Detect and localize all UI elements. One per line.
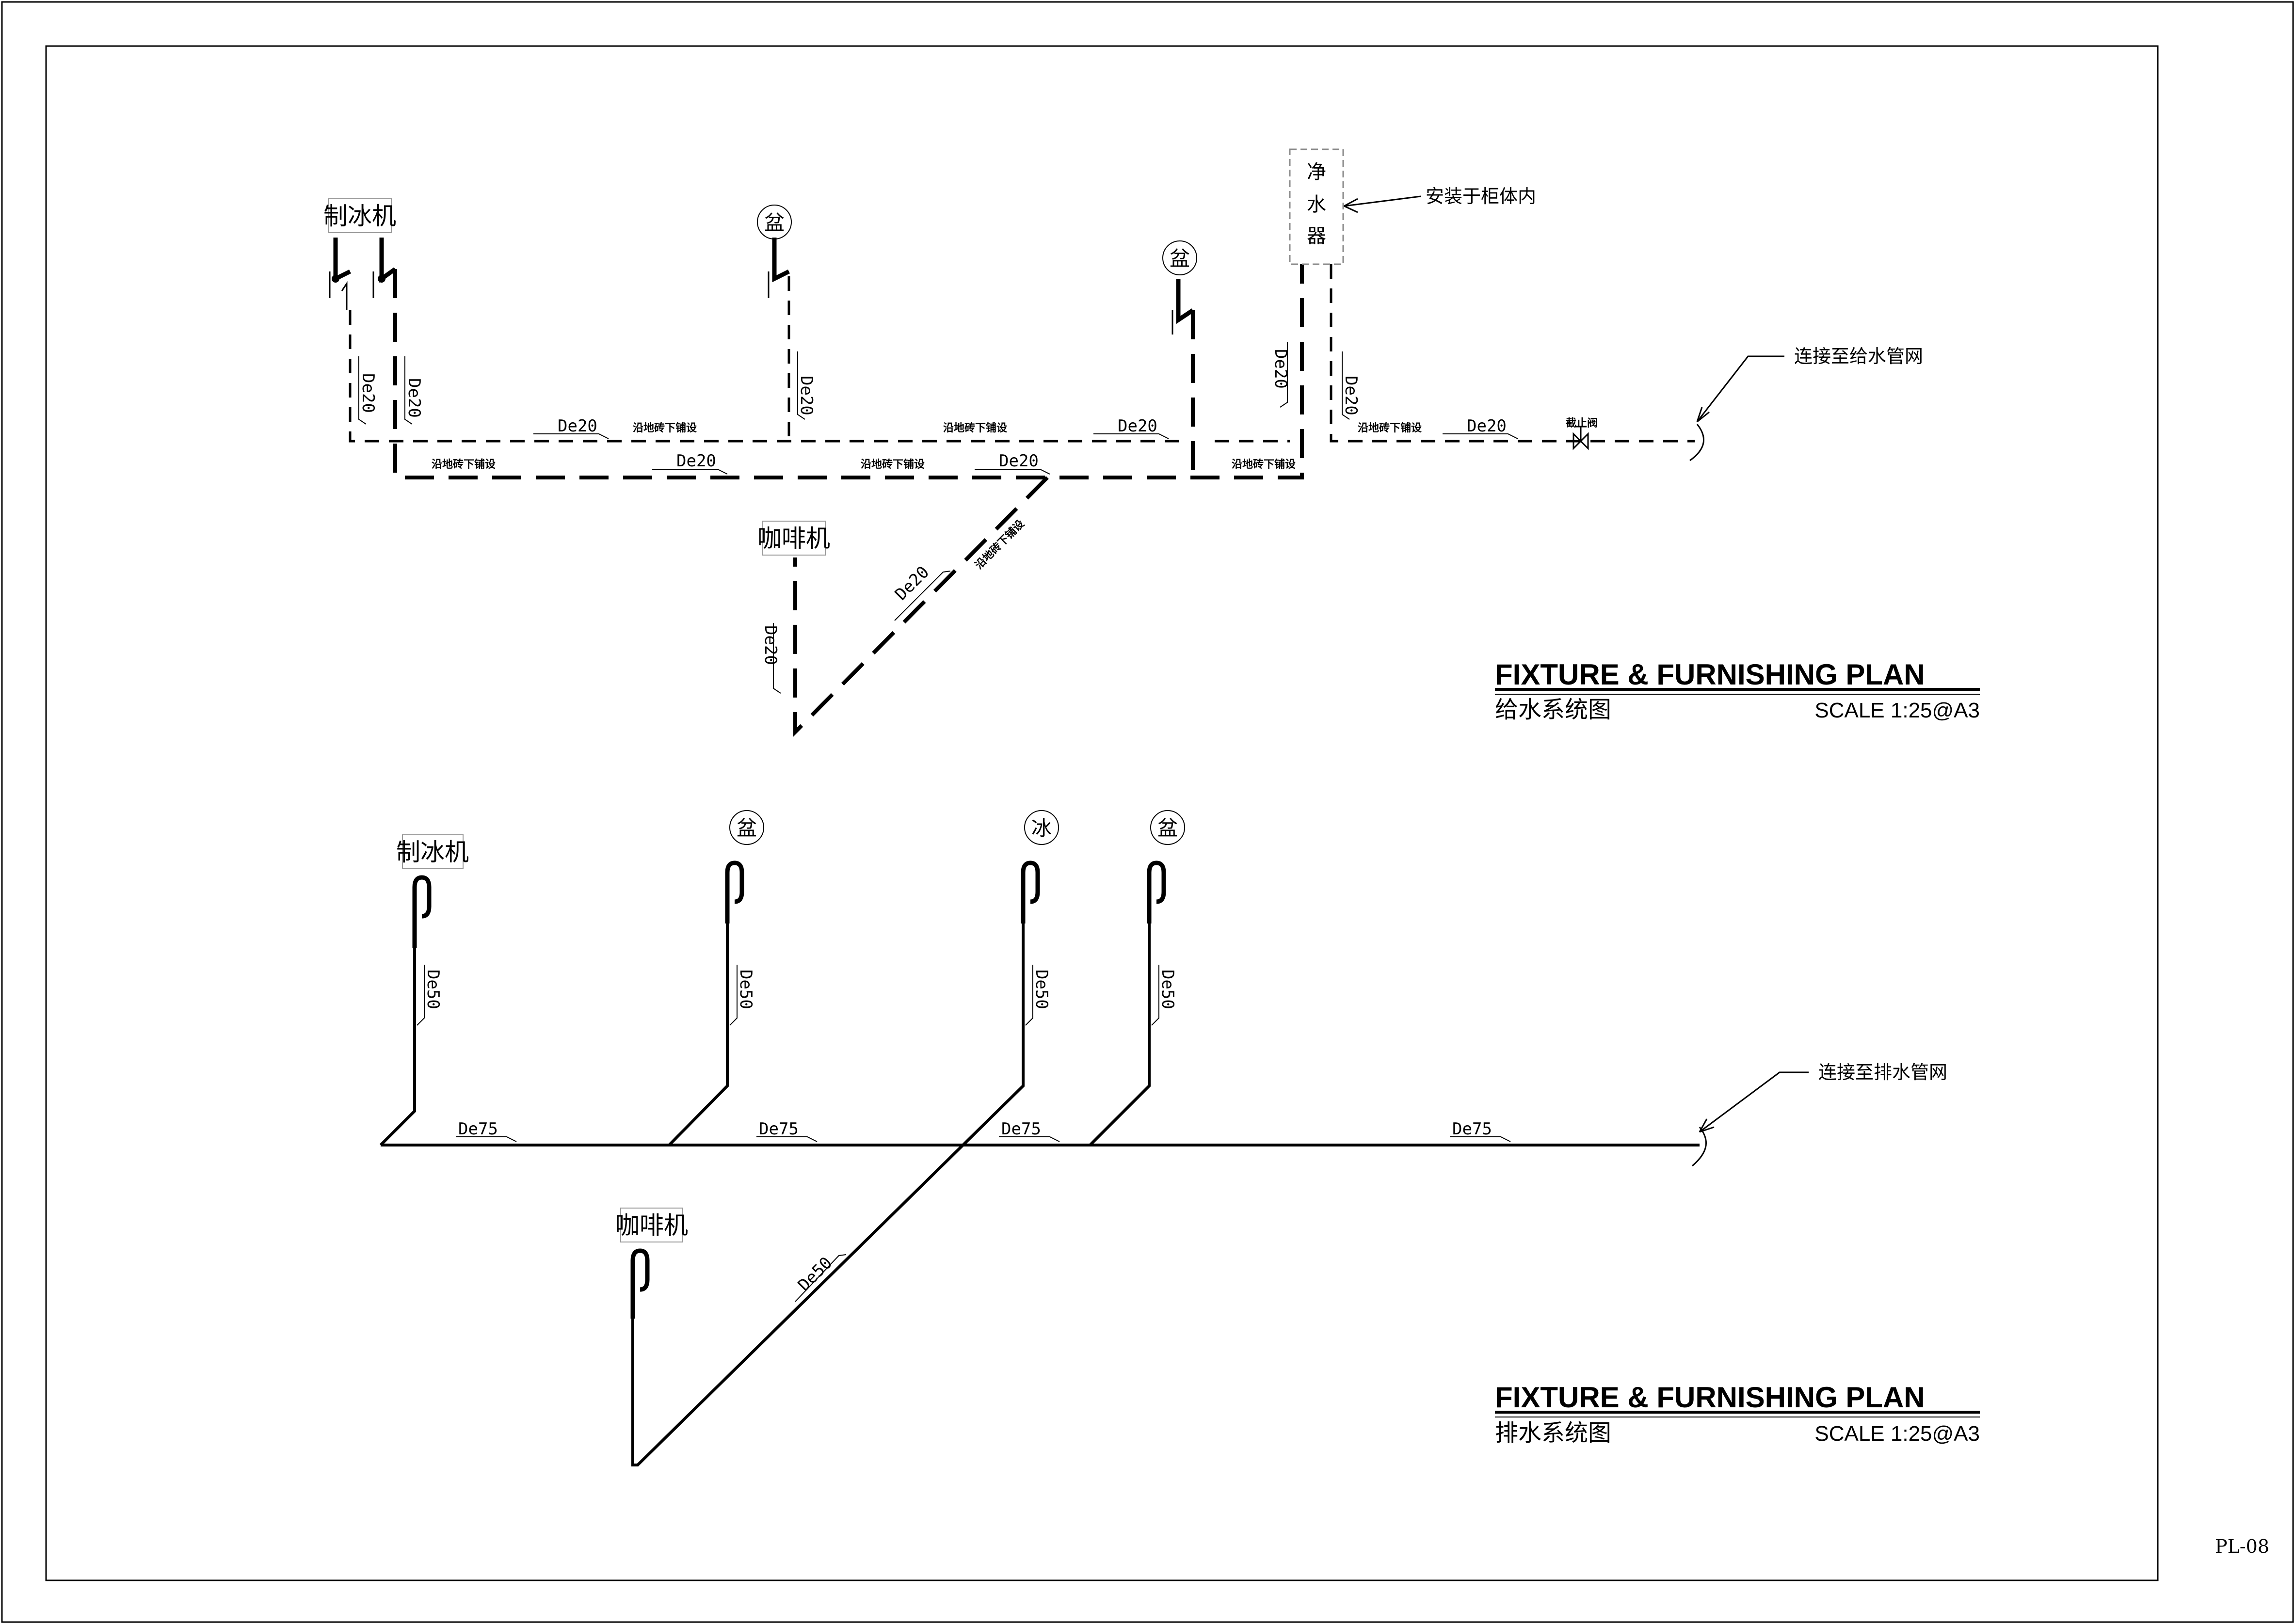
supply-basin-1-label: 盆 bbox=[764, 211, 785, 235]
supply-size-tags: De20 De20 De20 De20 De20 bbox=[558, 416, 1507, 471]
svg-text:De50: De50 bbox=[1032, 970, 1051, 1009]
svg-text:De75: De75 bbox=[458, 1119, 498, 1139]
svg-text:沿地砖下铺设: 沿地砖下铺设 bbox=[1358, 422, 1422, 434]
purifier-label-1: 净 bbox=[1307, 161, 1326, 183]
purifier-label-2: 水 bbox=[1307, 193, 1326, 216]
purified-water-pipes bbox=[393, 264, 1304, 737]
svg-text:De75: De75 bbox=[759, 1119, 799, 1139]
drain-plan-scale: SCALE 1:25@A3 bbox=[1814, 1422, 1980, 1446]
supply-connect-note: 连接至给水管网 bbox=[1794, 346, 1923, 367]
cold-water-main-left bbox=[349, 310, 1183, 443]
ice-maker-label-box bbox=[328, 198, 392, 233]
svg-text:De20: De20 bbox=[999, 451, 1039, 471]
svg-text:沿地砖下铺设: 沿地砖下铺设 bbox=[633, 422, 697, 434]
sheet-number: PL-08 bbox=[2215, 1536, 2269, 1557]
drain-basin-1-label: 盆 bbox=[737, 816, 757, 840]
svg-text:De20: De20 bbox=[761, 625, 780, 665]
purifier-label-3: 器 bbox=[1307, 225, 1326, 247]
drain-ice-label: 冰 bbox=[1031, 816, 1052, 840]
purifier-install-note: 安装于柜体内 bbox=[1426, 186, 1536, 207]
supply-fixture-ticks bbox=[329, 271, 1173, 334]
svg-text:De50: De50 bbox=[736, 970, 755, 1009]
drain-traps bbox=[412, 860, 1166, 1319]
svg-text:De50: De50 bbox=[423, 970, 443, 1009]
supply-ice-maker-label: 制冰机 bbox=[323, 202, 396, 230]
supply-plan-title: FIXTURE & FURNISHING PLAN bbox=[1495, 658, 1925, 691]
drain-ice-maker-label: 制冰机 bbox=[396, 838, 469, 866]
basin-1-marker bbox=[757, 205, 792, 239]
valve-label: 截止阀 bbox=[1566, 417, 1598, 430]
svg-text:De20: De20 bbox=[358, 373, 378, 413]
basin-2-marker bbox=[1162, 240, 1197, 275]
purified-water-coffee-branch bbox=[793, 476, 1049, 737]
svg-text:De20: De20 bbox=[797, 376, 816, 415]
svg-text:沿地砖下铺设: 沿地砖下铺设 bbox=[861, 458, 925, 471]
svg-text:De20: De20 bbox=[1341, 376, 1361, 415]
svg-text:沿地砖下铺设: 沿地砖下铺设 bbox=[943, 422, 1007, 434]
svg-text:沿地砖下铺设: 沿地砖下铺设 bbox=[432, 458, 496, 471]
coffee-label-box bbox=[762, 521, 826, 556]
supply-plan-subtitle: 给水系统图 bbox=[1495, 697, 1611, 723]
svg-text:De20: De20 bbox=[1118, 416, 1157, 436]
supply-fixture-stubs bbox=[333, 238, 1194, 324]
supply-plan-scale: SCALE 1:25@A3 bbox=[1814, 699, 1980, 722]
drain-basin-2-label: 盆 bbox=[1157, 816, 1178, 840]
drain-plan-title: FIXTURE & FURNISHING PLAN bbox=[1495, 1381, 1925, 1414]
purifier-box bbox=[1289, 148, 1344, 265]
drain-branches bbox=[379, 902, 1151, 1466]
supply-lay-notes: 沿地砖下铺设 沿地砖下铺设 沿地砖下铺设 沿地砖下铺设 沿地砖下铺设 沿地砖下铺… bbox=[432, 422, 1422, 572]
svg-text:De20: De20 bbox=[404, 378, 424, 418]
drain-main-size-tags: De75 De75 De75 De75 bbox=[458, 1119, 1492, 1139]
supply-coffee-label: 咖啡机 bbox=[757, 525, 830, 553]
supply-basin-2-label: 盆 bbox=[1170, 247, 1190, 271]
svg-text:De20: De20 bbox=[1467, 416, 1507, 436]
cold-water-pipes bbox=[349, 264, 1695, 443]
svg-text:De75: De75 bbox=[1001, 1119, 1041, 1139]
svg-text:沿地砖下铺设: 沿地砖下铺设 bbox=[1232, 458, 1296, 471]
drain-plan-subtitle: 排水系统图 bbox=[1495, 1420, 1611, 1446]
drain-branch-size-tags: De50 De50 De50 De50 De50 bbox=[423, 970, 1177, 1295]
purified-water-main bbox=[393, 264, 1304, 479]
shutoff-valve-icon bbox=[1573, 426, 1589, 450]
water-supply-diagram: 净 水 器 制冰机 盆 盆 咖啡机 安装于柜体内 连接至给水管网 截止阀 De2… bbox=[323, 148, 1980, 737]
drainage-diagram: 制冰机 盆 冰 盆 咖啡机 De50 De50 De50 De50 De50 D… bbox=[379, 810, 1980, 1466]
svg-text:De20: De20 bbox=[891, 562, 933, 604]
svg-text:De20: De20 bbox=[676, 451, 716, 471]
svg-text:De50: De50 bbox=[1158, 970, 1177, 1009]
svg-text:De20: De20 bbox=[558, 416, 597, 436]
svg-text:De75: De75 bbox=[1452, 1119, 1492, 1139]
drain-connect-note: 连接至排水管网 bbox=[1818, 1062, 1947, 1083]
drain-coffee-label: 咖啡机 bbox=[615, 1211, 688, 1240]
supply-break-symbol bbox=[1689, 424, 1704, 462]
cold-water-main-right bbox=[1330, 264, 1695, 443]
inner-border bbox=[45, 45, 2159, 1581]
supply-vertical-size-tags: De20 De20 De20 De20 De20 De20 De20 bbox=[358, 349, 1361, 665]
